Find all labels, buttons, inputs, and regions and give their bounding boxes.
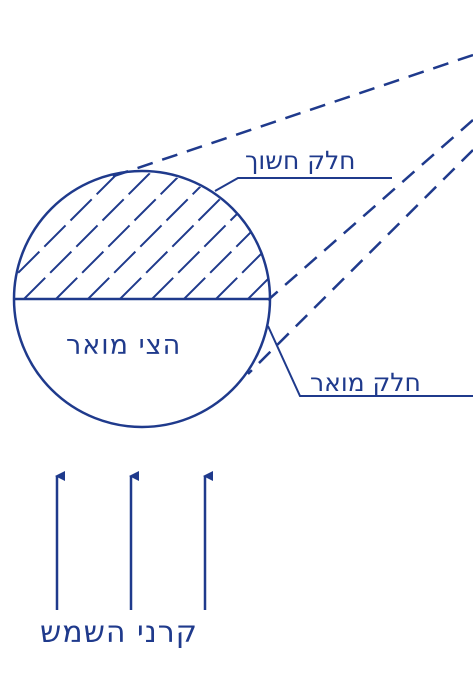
sight-line-top [107,53,473,180]
lit-part-leader [267,325,473,397]
sun-rays-label: קרני השמש [40,615,198,650]
half-lit-label: הצי מואר [66,330,182,361]
sun-rays [55,471,213,610]
sight-lines [107,53,473,375]
sight-line-middle [267,119,473,301]
sight-line-bottom [247,149,473,375]
dark-part-leader [214,177,392,192]
dark-half-hatching [14,173,270,299]
lit-part-label: חלק מואר [310,368,421,397]
dark-part-label: חלק חשוך [245,146,356,175]
